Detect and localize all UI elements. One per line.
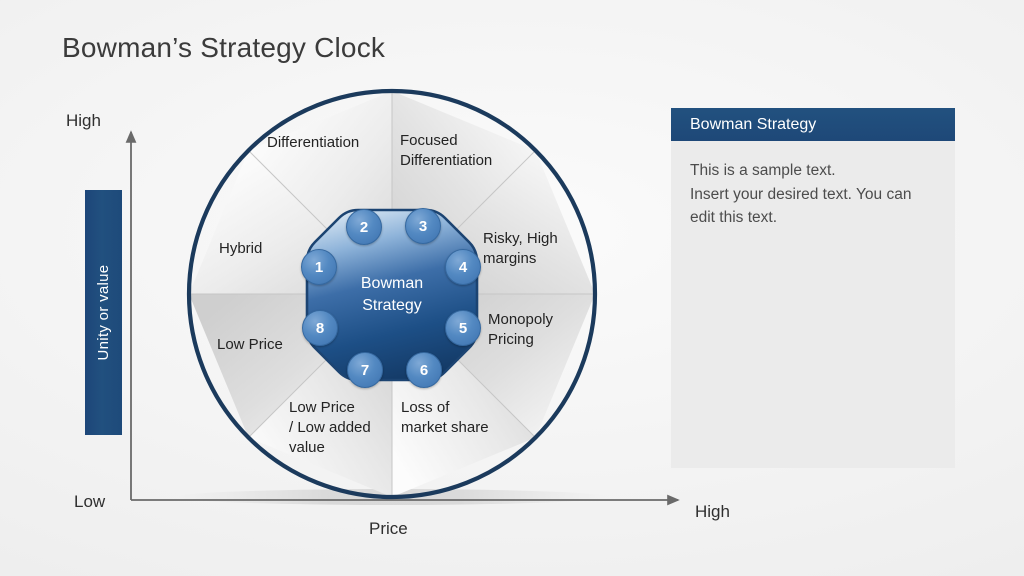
segment-label-risky-high-margins: Risky, High margins bbox=[483, 230, 558, 267]
info-panel: Bowman Strategy This is a sample text. I… bbox=[671, 108, 955, 468]
hub-graphic bbox=[305, 208, 479, 382]
unity-or-value-bar-label: Unity or value bbox=[95, 264, 112, 361]
node-6[interactable]: 6 bbox=[406, 352, 442, 388]
wheel-outline bbox=[186, 88, 598, 500]
info-panel-header: Bowman Strategy bbox=[671, 108, 955, 141]
y-axis-high-label: High bbox=[66, 111, 101, 130]
node-8[interactable]: 8 bbox=[302, 310, 338, 346]
page-title: Bowman’s Strategy Clock bbox=[62, 32, 386, 63]
segment-label-low-price: Low Price bbox=[217, 336, 283, 353]
node-4[interactable]: 4 bbox=[445, 249, 481, 285]
unity-or-value-bar: Unity or value bbox=[85, 190, 122, 435]
info-panel-body: This is a sample text. Insert your desir… bbox=[690, 162, 912, 227]
segment-label-focused-differentiation: Focused Differentiation bbox=[400, 132, 493, 169]
x-axis-high-label: High bbox=[695, 502, 730, 521]
segment-label-monopoly-pricing: Monopoly Pricing bbox=[488, 311, 554, 348]
node-5[interactable]: 5 bbox=[445, 310, 481, 346]
node-3[interactable]: 3 bbox=[405, 208, 441, 244]
node-2[interactable]: 2 bbox=[346, 209, 382, 245]
node-1[interactable]: 1 bbox=[301, 249, 337, 285]
segment-label-loss-of-market-share: Loss of market share bbox=[401, 399, 489, 436]
segment-label-hybrid: Hybrid bbox=[219, 240, 263, 257]
segment-label-low-price-low-added-value: Low Price / Low added value bbox=[289, 399, 371, 456]
y-axis-low-label: Low bbox=[74, 492, 106, 511]
wheel-hub: Bowman Strategy bbox=[301, 204, 483, 386]
node-7[interactable]: 7 bbox=[347, 352, 383, 388]
x-axis-title: Price bbox=[369, 519, 408, 538]
segment-label-differentiation: Differentiation bbox=[267, 134, 360, 151]
